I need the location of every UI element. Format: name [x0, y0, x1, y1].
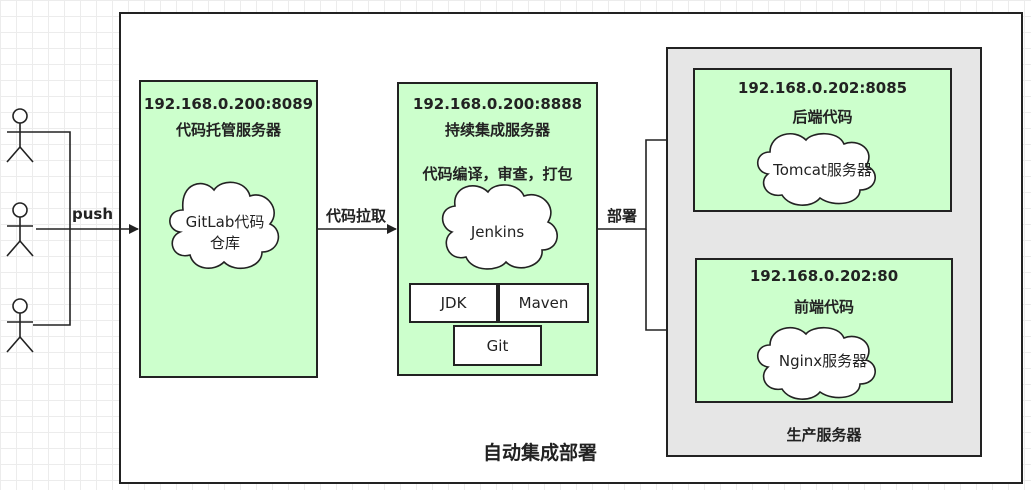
push-label: push — [72, 205, 114, 223]
deploy-label: 部署 — [607, 207, 638, 225]
gitlab-cloud-line2: 仓库 — [209, 234, 240, 252]
production-label: 生产服务器 — [786, 426, 862, 444]
actor-icon — [6, 108, 34, 163]
tool-git: Git — [453, 325, 542, 366]
tool-maven: Maven — [498, 283, 589, 323]
backend-addr: 192.168.0.202:8085 — [737, 79, 908, 97]
tomcat-cloud-label: Tomcat服务器 — [773, 161, 872, 179]
frontend-addr: 192.168.0.202:80 — [749, 267, 899, 285]
tool-jdk: JDK — [409, 283, 498, 323]
actor-icon — [6, 298, 34, 353]
push-connector — [33, 131, 139, 326]
jenkins-title: 持续集成服务器 — [444, 121, 550, 139]
frontend-title: 前端代码 — [793, 298, 854, 316]
pull-code-label: 代码拉取 — [326, 207, 387, 225]
gitlab-cloud-line1: GitLab代码 — [185, 213, 265, 231]
gitlab-title: 代码托管服务器 — [175, 121, 281, 139]
jenkins-cloud-label: Jenkins — [470, 223, 525, 241]
main-title: 自动集成部署 — [482, 442, 597, 464]
actor-icon — [6, 202, 34, 257]
nginx-cloud-label: Nginx服务器 — [778, 352, 868, 370]
gitlab-addr: 192.168.0.200:8089 — [143, 95, 314, 113]
backend-title: 后端代码 — [792, 108, 853, 126]
jenkins-addr: 192.168.0.200:8888 — [412, 95, 583, 113]
jenkins-desc: 代码编译，审查，打包 — [422, 165, 573, 183]
